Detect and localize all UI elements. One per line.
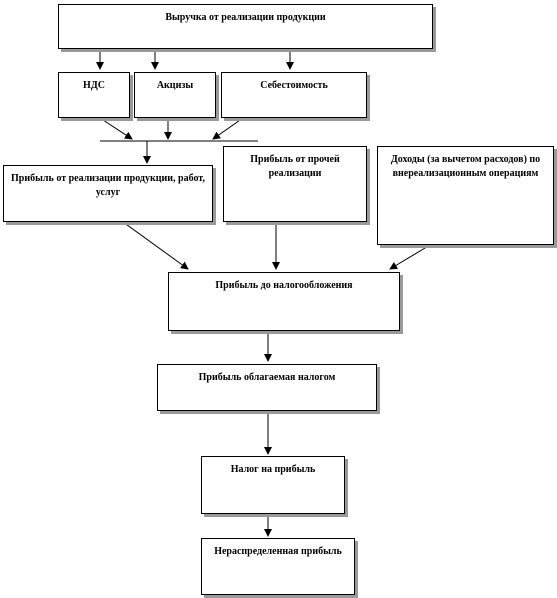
node-other-profit: Прибыль от прочей реализации [223, 146, 367, 222]
node-taxable-profit: Прибыль облагаемая налогом [157, 364, 377, 411]
node-income-tax: Налог на прибыль [201, 456, 345, 514]
arrow-nonop-to-pretax [389, 244, 431, 270]
node-excise: Акцизы [134, 72, 216, 118]
node-pretax-profit: Прибыль до налогообложения [168, 272, 400, 331]
node-nonoperating: Доходы (за вычетом расходов) по внереали… [377, 146, 554, 245]
node-sales-profit: Прибыль от реализации продукции, работ, … [3, 165, 213, 222]
node-cost: Себестоимость [221, 72, 367, 118]
arrow-vat-to-bar [99, 117, 133, 140]
arrow-sales-to-pretax [122, 221, 189, 270]
node-vat: НДС [58, 72, 130, 118]
node-retained-earnings: Нераспределенная прибыль [201, 538, 355, 595]
node-revenue: Выручка от реализации продукции [58, 4, 433, 49]
arrow-cost-to-bar [212, 117, 244, 140]
